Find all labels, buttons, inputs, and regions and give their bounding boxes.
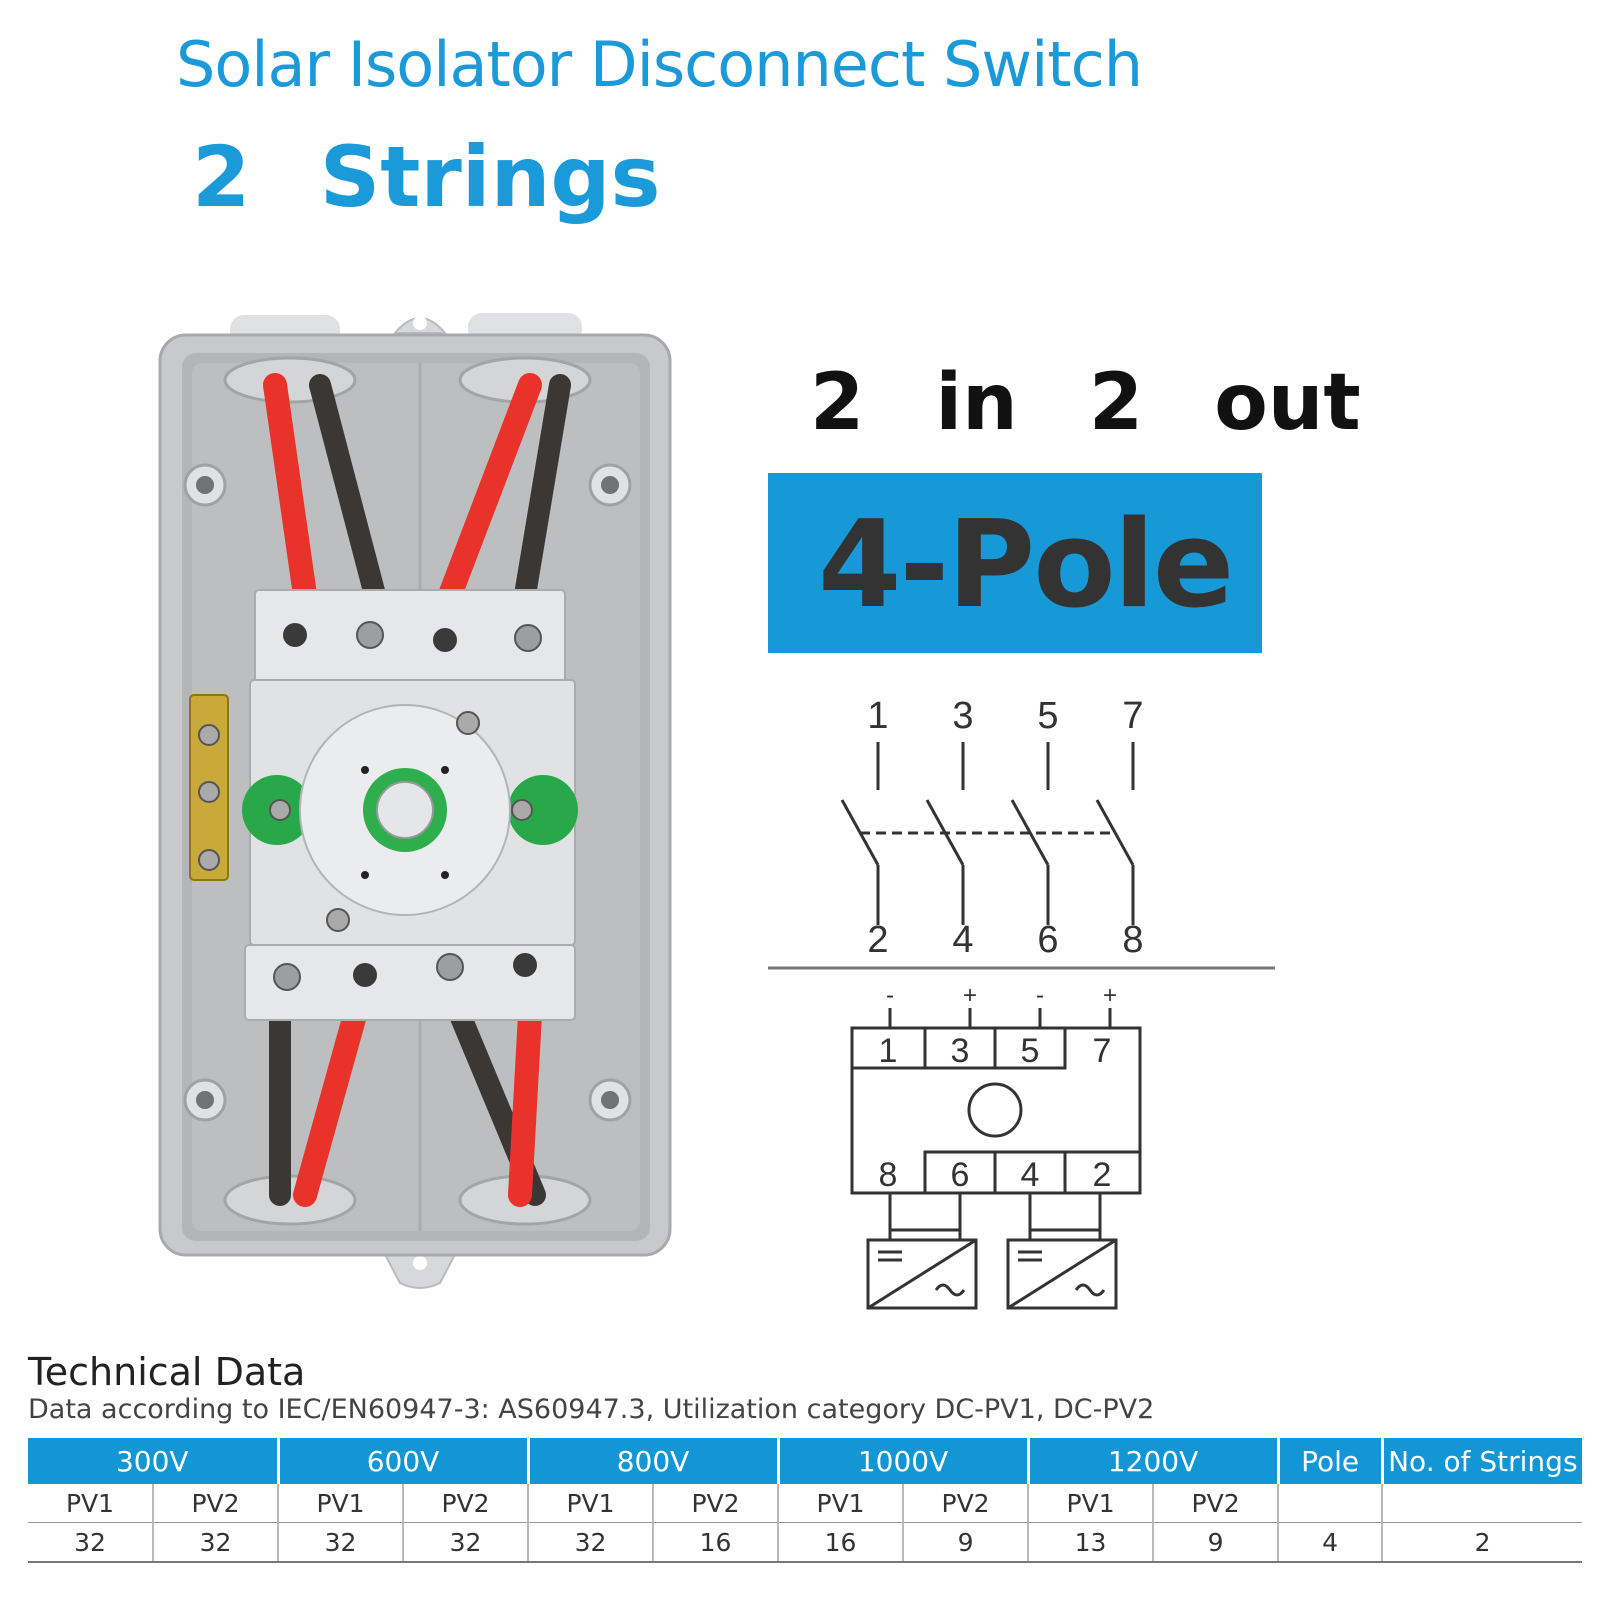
header-800v: 800V xyxy=(526,1438,779,1484)
sub-header: PV1 xyxy=(277,1484,404,1523)
sub-header: PV2 xyxy=(1152,1484,1279,1523)
sub-header: PV2 xyxy=(151,1484,279,1523)
header-600v: 600V xyxy=(276,1438,529,1484)
table-cell: 9 xyxy=(1152,1522,1279,1563)
table-cell: 32 xyxy=(28,1522,153,1563)
table-cell: 32 xyxy=(151,1522,279,1563)
block-top-3: 3 xyxy=(951,1032,970,1070)
polarity-1: - xyxy=(886,982,894,1009)
header-strings: No. of Strings xyxy=(1380,1438,1583,1484)
header-1200v: 1200V xyxy=(1026,1438,1279,1484)
table-cell-strings: 2 xyxy=(1381,1522,1583,1563)
contact-bottom-4: 4 xyxy=(952,919,973,961)
technical-data-subtitle: Data according to IEC/EN60947-3: AS60947… xyxy=(28,1394,1155,1425)
in-out-label: 2 in 2 out xyxy=(810,358,1361,448)
sub-header: PV1 xyxy=(777,1484,904,1523)
technical-data-title: Technical Data xyxy=(28,1350,306,1394)
sub-header: PV1 xyxy=(28,1484,153,1523)
sub-header: PV1 xyxy=(1027,1484,1154,1523)
sub-header: PV1 xyxy=(527,1484,654,1523)
switch-enclosure-photo xyxy=(158,313,672,1289)
table-header-row: 300V 600V 800V 1000V 1200V Pole No. of S… xyxy=(28,1438,1583,1484)
table-row: 32 32 32 32 32 16 16 9 13 9 4 2 xyxy=(28,1522,1583,1563)
polarity-7: + xyxy=(1103,982,1117,1009)
sub-header: PV2 xyxy=(402,1484,529,1523)
table-cell: 13 xyxy=(1027,1522,1154,1563)
pole-banner xyxy=(768,473,1262,653)
block-bottom-6: 6 xyxy=(951,1156,970,1194)
table-cell-pole: 4 xyxy=(1277,1522,1383,1563)
contact-bottom-2: 2 xyxy=(867,919,888,961)
block-bottom-8: 8 xyxy=(879,1156,898,1194)
sub-header-empty xyxy=(1277,1484,1383,1523)
block-top-1: 1 xyxy=(879,1032,898,1070)
contact-top-7: 7 xyxy=(1122,695,1143,737)
table-cell: 32 xyxy=(527,1522,654,1563)
table-cell: 9 xyxy=(902,1522,1029,1563)
contact-top-1: 1 xyxy=(867,695,888,737)
header-1000v: 1000V xyxy=(776,1438,1029,1484)
pole-label: 4-Pole xyxy=(818,496,1234,635)
sub-header: PV2 xyxy=(902,1484,1029,1523)
technical-data-table: 300V 600V 800V 1000V 1200V Pole No. of S… xyxy=(28,1438,1583,1563)
wiring-diagram: 1 3 5 7 2 4 6 8 - + - + xyxy=(768,695,1275,1310)
table-cell: 16 xyxy=(777,1522,904,1563)
sub-header-empty xyxy=(1381,1484,1583,1523)
block-top-7: 7 xyxy=(1093,1032,1112,1070)
block-bottom-4: 4 xyxy=(1021,1156,1040,1194)
table-cell: 32 xyxy=(402,1522,529,1563)
block-top-5: 5 xyxy=(1021,1032,1040,1070)
table-subheader-row: PV1 PV2 PV1 PV2 PV1 PV2 PV1 PV2 PV1 PV2 xyxy=(28,1484,1583,1523)
contact-top-5: 5 xyxy=(1037,695,1058,737)
contact-top-3: 3 xyxy=(952,695,973,737)
table-cell: 32 xyxy=(277,1522,404,1563)
polarity-5: - xyxy=(1036,982,1044,1009)
header-pole: Pole xyxy=(1276,1438,1383,1484)
header-300v: 300V xyxy=(28,1438,279,1484)
strings-count-heading: 2 Strings xyxy=(192,128,661,226)
contact-bottom-6: 6 xyxy=(1037,919,1058,961)
page-title: Solar Isolator Disconnect Switch xyxy=(176,28,1143,101)
sub-header: PV2 xyxy=(652,1484,779,1523)
contact-bottom-8: 8 xyxy=(1122,919,1143,961)
polarity-3: + xyxy=(963,982,977,1009)
table-cell: 16 xyxy=(652,1522,779,1563)
block-bottom-2: 2 xyxy=(1093,1156,1112,1194)
